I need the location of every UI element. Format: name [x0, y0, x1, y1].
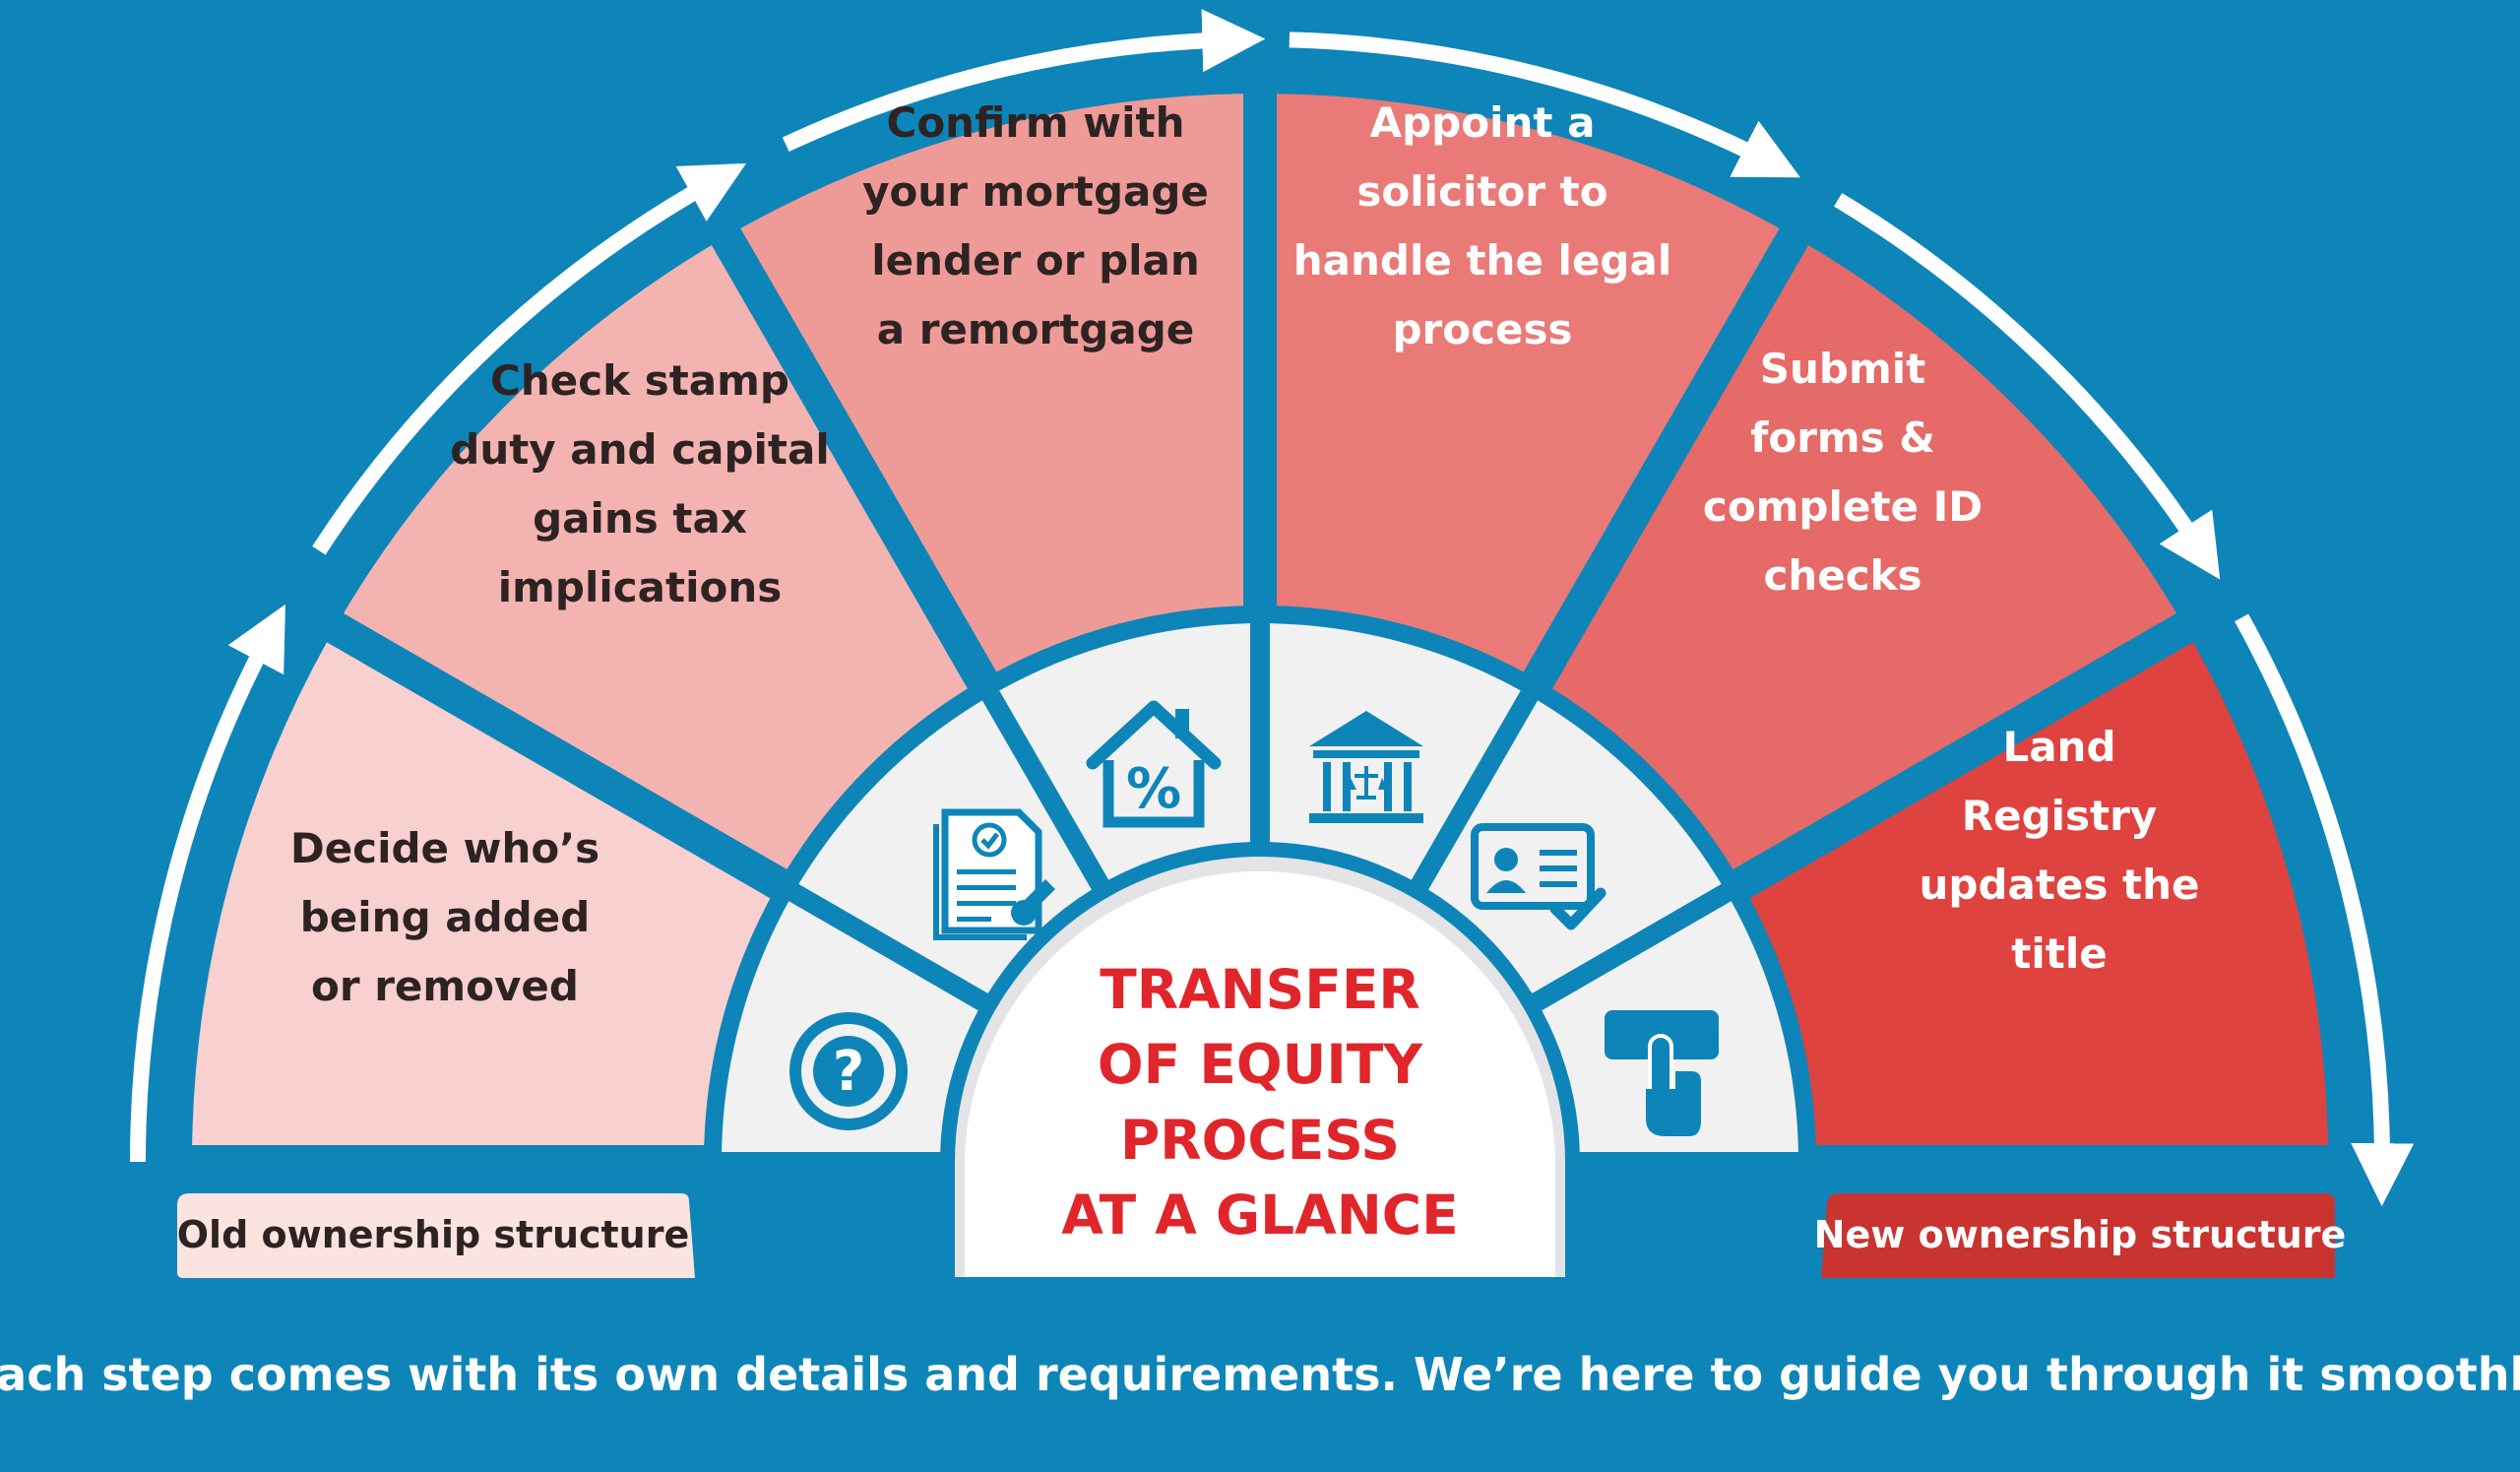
question-icon: ? [789, 1012, 908, 1130]
id-card-check-icon [1471, 823, 1606, 930]
icon-tiles: ?% [722, 623, 1798, 1153]
step-2-text-line: gains tax [533, 494, 747, 543]
icon-tile-3 [999, 623, 1251, 880]
step-5-text-line: complete ID [1703, 482, 1983, 531]
step-5-text-line: forms & [1750, 414, 1935, 462]
step-5-text-line: Submit [1760, 345, 1925, 393]
step-2-text-line: Check stamp [490, 356, 789, 405]
step-6-text-line: updates the [1919, 861, 2199, 909]
step-3-text-line: your mortgage [862, 167, 1209, 216]
arrow-step-5 [1834, 192, 2221, 580]
step-4-text-line: solicitor to [1356, 167, 1607, 216]
step-segment-1 [192, 642, 771, 1146]
arrow-step-4 [1289, 32, 1800, 178]
step-segment-6 [1749, 642, 2328, 1146]
step-2-text-line: implications [498, 563, 782, 611]
svg-text:%: % [1126, 757, 1181, 821]
footer-note: Each step comes with its own details and… [0, 1348, 2520, 1401]
center-title-line-4: AT A GLANCE [1061, 1184, 1458, 1247]
step-segment-2 [343, 244, 968, 869]
step-1-text-line: Decide who’s [290, 824, 599, 872]
old-ownership-label: Old ownership structure [177, 1193, 695, 1278]
center-title-line-1: TRANSFER [1100, 958, 1420, 1021]
step-4-text-line: Appoint a [1370, 98, 1596, 147]
arrow-step-6 [2235, 613, 2415, 1207]
step-6-text-line: title [2011, 929, 2107, 978]
step-3-text-line: Confirm with [887, 98, 1185, 147]
icon-tile-5 [1428, 700, 1722, 993]
step-segment-3 [740, 94, 1244, 672]
step-segment-4 [1276, 94, 1780, 672]
center-dome: TRANSFER OF EQUITY PROCESS AT A GLANCE [955, 857, 1565, 1277]
step-3-text-line: lender or plan [871, 236, 1200, 285]
step-6-text-line: Registry [1962, 792, 2157, 840]
flow-arrows [130, 9, 2415, 1207]
old-ownership-label-text: Old ownership structure [177, 1213, 690, 1256]
step-1-text-line: being added [300, 893, 591, 941]
center-title-line-3: PROCESS [1120, 1109, 1400, 1172]
step-segment-5 [1552, 244, 2177, 869]
icon-tile-1 [722, 901, 978, 1153]
step-5-text-line: checks [1763, 551, 1922, 600]
new-ownership-label: New ownership structure [1814, 1193, 2347, 1278]
arrow-step-2 [312, 162, 747, 555]
arrow-step-1 [130, 604, 285, 1163]
center-title-line-2: OF EQUITY [1098, 1033, 1423, 1096]
svg-text:?: ? [833, 1040, 864, 1104]
step-6-text-line: Land [2002, 723, 2115, 771]
arrow-step-3 [782, 9, 1266, 153]
step-2-text-line: duty and capital [450, 425, 830, 474]
new-ownership-label-text: New ownership structure [1814, 1213, 2347, 1256]
step-segments: Decide who’s being added or removed Check s… [192, 94, 2328, 1146]
step-4-text-line: process [1392, 305, 1572, 353]
step-1-text-line: or removed [311, 962, 579, 1010]
signed-document-icon [933, 808, 1055, 940]
step-4-text-line: handle the legal [1293, 236, 1671, 285]
house-percent-icon: % [1086, 700, 1222, 828]
finger-press-icon [1605, 1010, 1719, 1136]
courthouse-icon [1309, 711, 1423, 823]
step-3-text-line: a remortgage [877, 305, 1195, 353]
